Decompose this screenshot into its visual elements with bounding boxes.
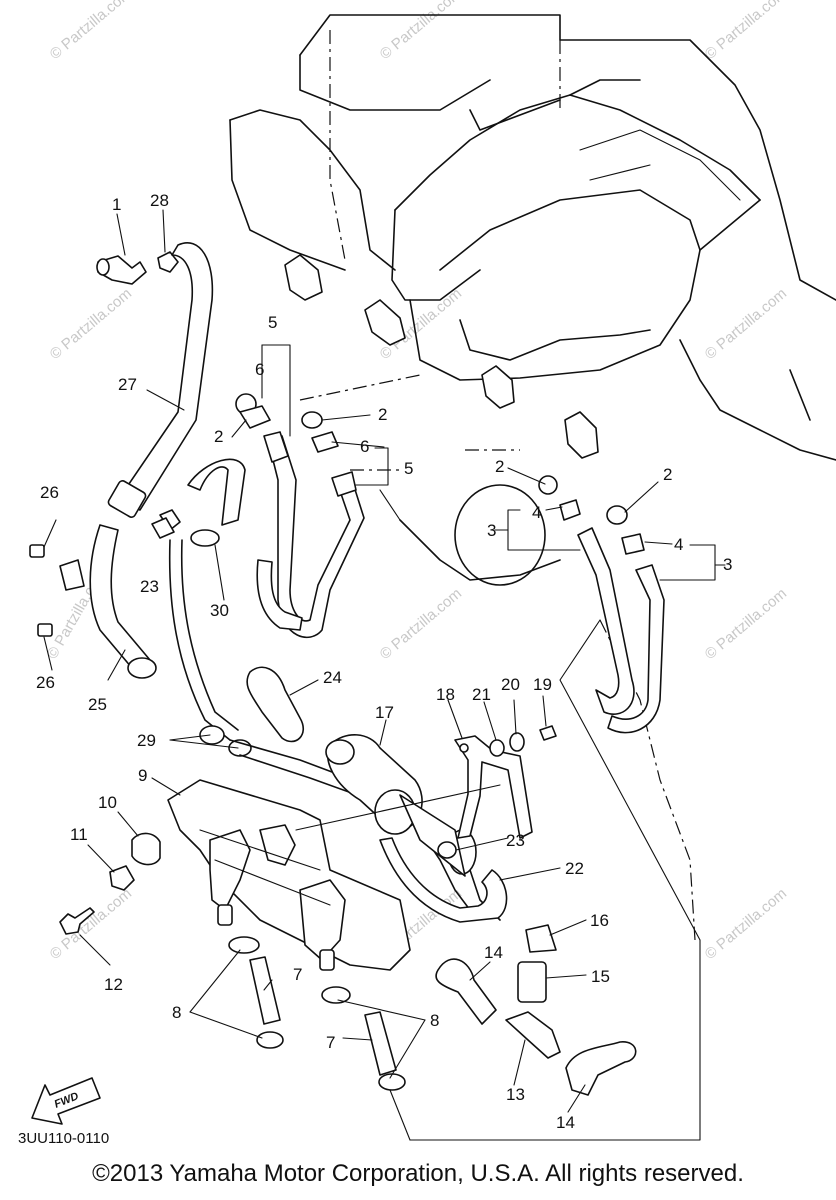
callout-23: 23	[140, 577, 159, 596]
callout-15: 15	[591, 967, 610, 986]
callout-4: 4	[674, 535, 683, 554]
part-22-hose	[379, 837, 508, 923]
callout-17: 17	[375, 703, 394, 722]
callout-28: 28	[150, 191, 169, 210]
intake-ports	[284, 254, 599, 459]
watermark: © Partzilla.com	[47, 885, 135, 963]
callout-2: 2	[214, 427, 223, 446]
parts-7-8-center	[321, 986, 406, 1091]
watermark: © Partzilla.com	[377, 585, 465, 663]
watermark: © Partzilla.com	[47, 285, 135, 363]
watermark: © Partzilla.com	[377, 0, 465, 63]
callout-27: 27	[118, 375, 137, 394]
part-1-elbow	[96, 255, 147, 285]
part-24-hose	[246, 666, 305, 743]
callout-19: 19	[533, 675, 552, 694]
callout-2: 2	[495, 457, 504, 476]
callout-23: 23	[506, 831, 525, 850]
callout-5: 5	[268, 313, 277, 332]
callout-12: 12	[104, 975, 123, 994]
callout-3: 3	[487, 521, 496, 540]
callout-8: 8	[430, 1011, 439, 1030]
watermark: © Partzilla.com	[47, 0, 135, 63]
callout-26: 26	[40, 483, 59, 502]
callout-13: 13	[506, 1085, 525, 1104]
part-5-pipe-assembly	[235, 393, 365, 639]
callout-9: 9	[138, 766, 147, 785]
part-26-screws	[29, 544, 85, 637]
callout-7: 7	[293, 965, 302, 984]
callout-30: 30	[210, 601, 229, 620]
part-27-hose	[107, 242, 214, 518]
callout-1: 1	[112, 195, 121, 214]
leader-lines	[43, 209, 726, 1141]
part-3-pipe-assembly	[538, 475, 665, 734]
callout-20: 20	[501, 675, 520, 694]
parts-10-11-12	[59, 832, 161, 935]
callout-4: 4	[532, 503, 541, 522]
copyright-notice: ©2013 Yamaha Motor Corporation, U.S.A. A…	[92, 1160, 744, 1187]
part-9-reed-valve-plate	[167, 779, 411, 971]
callout-16: 16	[590, 911, 609, 930]
callout-26: 26	[36, 673, 55, 692]
callout-10: 10	[98, 793, 117, 812]
part-code: 3UU110-0110	[18, 1130, 109, 1147]
callout-3: 3	[723, 555, 732, 574]
callout-7: 7	[326, 1033, 335, 1052]
parts-13-14-15-16	[435, 924, 637, 1096]
callout-24: 24	[323, 668, 342, 687]
callout-29: 29	[137, 731, 156, 750]
watermark: © Partzilla.com	[702, 585, 790, 663]
callout-2: 2	[663, 465, 672, 484]
part-23-clamp	[151, 517, 457, 859]
callout-2: 2	[378, 405, 387, 424]
parts-7-8-left	[228, 936, 284, 1049]
callout-25: 25	[88, 695, 107, 714]
callout-6: 6	[255, 360, 264, 379]
callout-14: 14	[484, 943, 503, 962]
callout-21: 21	[472, 685, 491, 704]
parts-19-20-21	[489, 725, 557, 757]
callout-22: 22	[565, 859, 584, 878]
part-30-hose	[159, 458, 246, 741]
part-28-clip	[157, 251, 179, 273]
callouts: 1 28 5 6 27 2 2 6 5 2 2 4 3 4 3 26 23 30…	[36, 191, 732, 1132]
callout-8: 8	[172, 1003, 181, 1022]
callout-18: 18	[436, 685, 455, 704]
watermark: © Partzilla.com	[702, 0, 790, 63]
watermark: © Partzilla.com	[702, 285, 790, 363]
watermark: © Partzilla.com	[702, 885, 790, 963]
callout-5: 5	[404, 459, 413, 478]
callout-6: 6	[360, 437, 369, 456]
fwd-arrow: FWD	[31, 1077, 101, 1125]
callout-14: 14	[556, 1113, 575, 1132]
part-25-hose	[89, 524, 157, 679]
engine-block-outline	[229, 14, 836, 941]
callout-11: 11	[70, 825, 88, 844]
